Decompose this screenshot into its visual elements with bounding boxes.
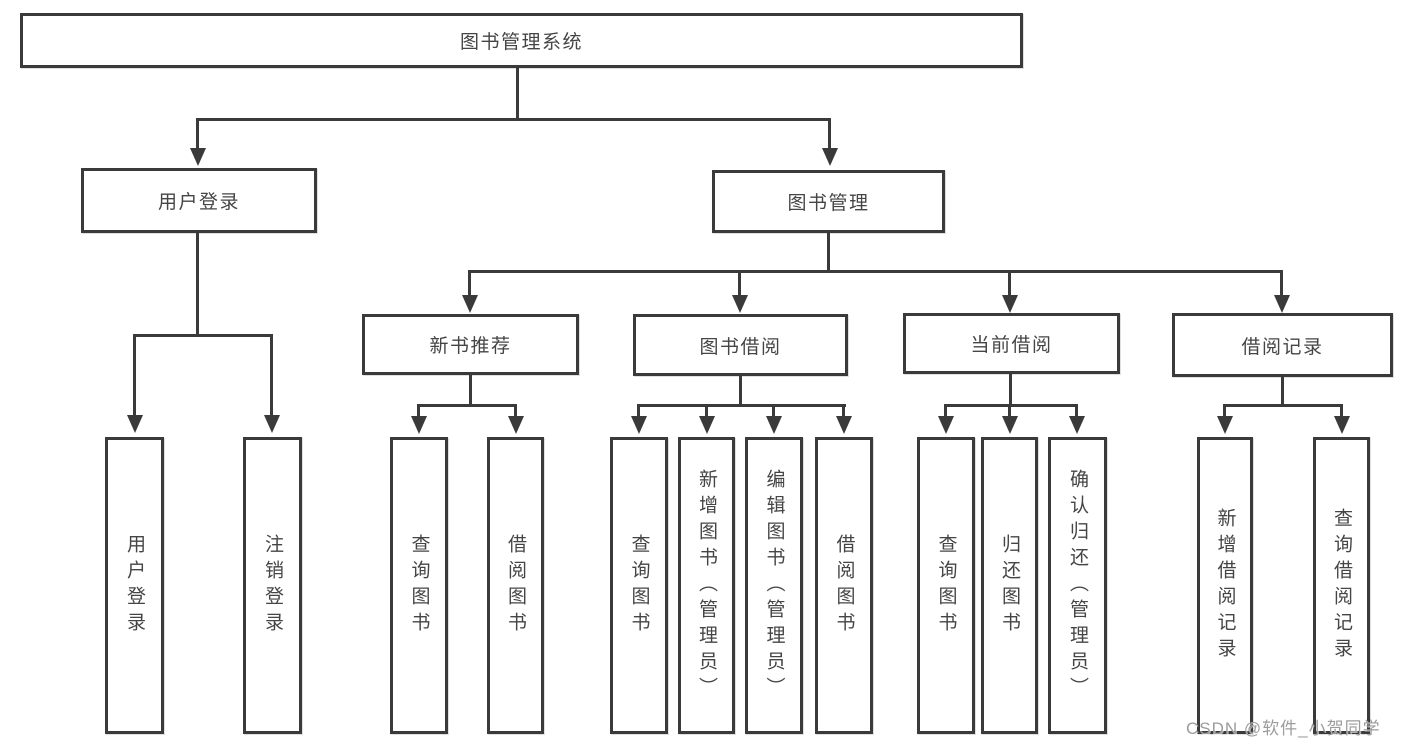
- connector-line: [1281, 377, 1284, 406]
- node-leaf-bb-add-books-admin: 新增图书（管理员）: [678, 437, 735, 734]
- node-leaf-nbr-query-books-label: 查询图书: [408, 533, 430, 638]
- connector-line: [1223, 404, 1226, 417]
- arrowhead-down-icon: [508, 416, 524, 434]
- arrowhead-down-icon: [264, 415, 280, 433]
- node-root-label: 图书管理系统: [459, 32, 583, 53]
- connector-line: [196, 118, 831, 121]
- node-leaf-bb-borrow-books: 借阅图书: [815, 437, 873, 734]
- connector-line: [828, 118, 831, 150]
- watermark: CSDN @软件_小贺同学: [1186, 719, 1381, 738]
- arrowhead-down-icon: [127, 415, 143, 433]
- node-current-borrow-label: 当前借阅: [970, 335, 1053, 356]
- connector-line: [772, 404, 775, 417]
- node-leaf-br-query-record: 查询借阅记录: [1313, 437, 1370, 734]
- node-leaf-cb-confirm-return-admin: 确认归还（管理员）: [1048, 437, 1107, 734]
- arrowhead-down-icon: [1274, 295, 1290, 313]
- connector-line: [417, 404, 420, 417]
- connector-line: [468, 270, 471, 296]
- node-leaf-cb-confirm-return-admin-label: 确认归还（管理员）: [1067, 468, 1088, 703]
- connector-line: [133, 334, 136, 416]
- connector-line: [705, 404, 708, 417]
- connector-line: [1009, 374, 1012, 406]
- arrowhead-down-icon: [1217, 416, 1233, 434]
- node-leaf-cb-query-books-label: 查询图书: [935, 533, 957, 638]
- arrowhead-down-icon: [1069, 416, 1085, 434]
- arrowhead-down-icon: [190, 148, 206, 166]
- connector-line: [827, 233, 830, 273]
- arrowhead-down-icon: [822, 148, 838, 166]
- node-book-management: 图书管理: [712, 170, 945, 233]
- node-leaf-nbr-borrow-books-label: 借阅图书: [505, 533, 526, 638]
- node-leaf-bb-query-books-label: 查询图书: [628, 533, 650, 638]
- node-leaf-br-add-record: 新增借阅记录: [1197, 437, 1253, 734]
- connector-line: [418, 404, 516, 407]
- node-book-borrow: 图书借阅: [633, 314, 848, 376]
- connector-line: [1008, 270, 1011, 296]
- node-new-book-recommend-label: 新书推荐: [429, 336, 512, 357]
- node-leaf-br-add-record-label: 新增借阅记录: [1214, 507, 1236, 664]
- arrowhead-down-icon: [1334, 416, 1350, 434]
- node-leaf-bb-add-books-admin-label: 新增图书（管理员）: [696, 468, 717, 703]
- node-leaf-logout-label: 注销登录: [262, 533, 283, 638]
- connector-line: [196, 118, 199, 150]
- connector-line: [842, 404, 845, 417]
- arrowhead-down-icon: [411, 416, 427, 434]
- node-leaf-bb-query-books: 查询图书: [610, 437, 668, 734]
- arrowhead-down-icon: [1002, 416, 1018, 434]
- connector-line: [469, 375, 472, 406]
- arrowhead-down-icon: [732, 295, 748, 313]
- arrowhead-down-icon: [462, 295, 478, 313]
- connector-line: [638, 404, 846, 407]
- connector-line: [196, 233, 199, 337]
- node-borrow-record: 借阅记录: [1172, 313, 1393, 377]
- connector-line: [516, 68, 519, 121]
- node-leaf-bb-edit-books-admin-label: 编辑图书（管理员）: [763, 468, 785, 703]
- arrowhead-down-icon: [836, 416, 852, 434]
- connector-line: [469, 270, 1283, 273]
- node-borrow-record-label: 借阅记录: [1241, 336, 1324, 358]
- node-leaf-cb-return-books-label: 归还图书: [999, 533, 1020, 638]
- connector-line: [270, 334, 273, 416]
- node-book-management-label: 图书管理: [787, 193, 870, 214]
- connector-line: [944, 404, 947, 417]
- connector-line: [133, 334, 273, 337]
- node-leaf-nbr-borrow-books: 借阅图书: [487, 437, 544, 734]
- node-leaf-logout: 注销登录: [243, 437, 302, 734]
- connector-line: [1340, 404, 1343, 417]
- connector-line: [1008, 404, 1011, 417]
- connector-line: [1280, 270, 1283, 296]
- arrowhead-down-icon: [631, 416, 647, 434]
- connector-line: [1223, 404, 1343, 407]
- connector-line: [514, 404, 517, 417]
- arrowhead-down-icon: [938, 416, 954, 434]
- node-user-login: 用户登录: [81, 168, 317, 233]
- node-leaf-cb-return-books: 归还图书: [981, 437, 1038, 734]
- node-leaf-bb-edit-books-admin: 编辑图书（管理员）: [745, 437, 803, 734]
- node-leaf-br-query-record-label: 查询借阅记录: [1331, 507, 1352, 664]
- arrowhead-down-icon: [1002, 295, 1018, 313]
- node-root: 图书管理系统: [20, 13, 1023, 68]
- connector-line: [739, 376, 742, 406]
- connector-line: [1075, 404, 1078, 417]
- node-new-book-recommend: 新书推荐: [362, 314, 579, 375]
- node-user-login-label: 用户登录: [157, 192, 240, 213]
- connector-line: [944, 404, 1078, 407]
- node-leaf-cb-query-books: 查询图书: [917, 437, 975, 734]
- node-leaf-nbr-query-books: 查询图书: [390, 437, 448, 734]
- arrowhead-down-icon: [699, 416, 715, 434]
- connector-line: [637, 404, 640, 417]
- node-leaf-user-login: 用户登录: [105, 437, 164, 734]
- node-book-borrow-label: 图书借阅: [699, 336, 782, 358]
- connector-line: [738, 270, 741, 296]
- node-current-borrow: 当前借阅: [903, 313, 1120, 374]
- node-leaf-bb-borrow-books-label: 借阅图书: [833, 533, 855, 638]
- node-leaf-user-login-label: 用户登录: [124, 533, 145, 638]
- arrowhead-down-icon: [766, 416, 782, 434]
